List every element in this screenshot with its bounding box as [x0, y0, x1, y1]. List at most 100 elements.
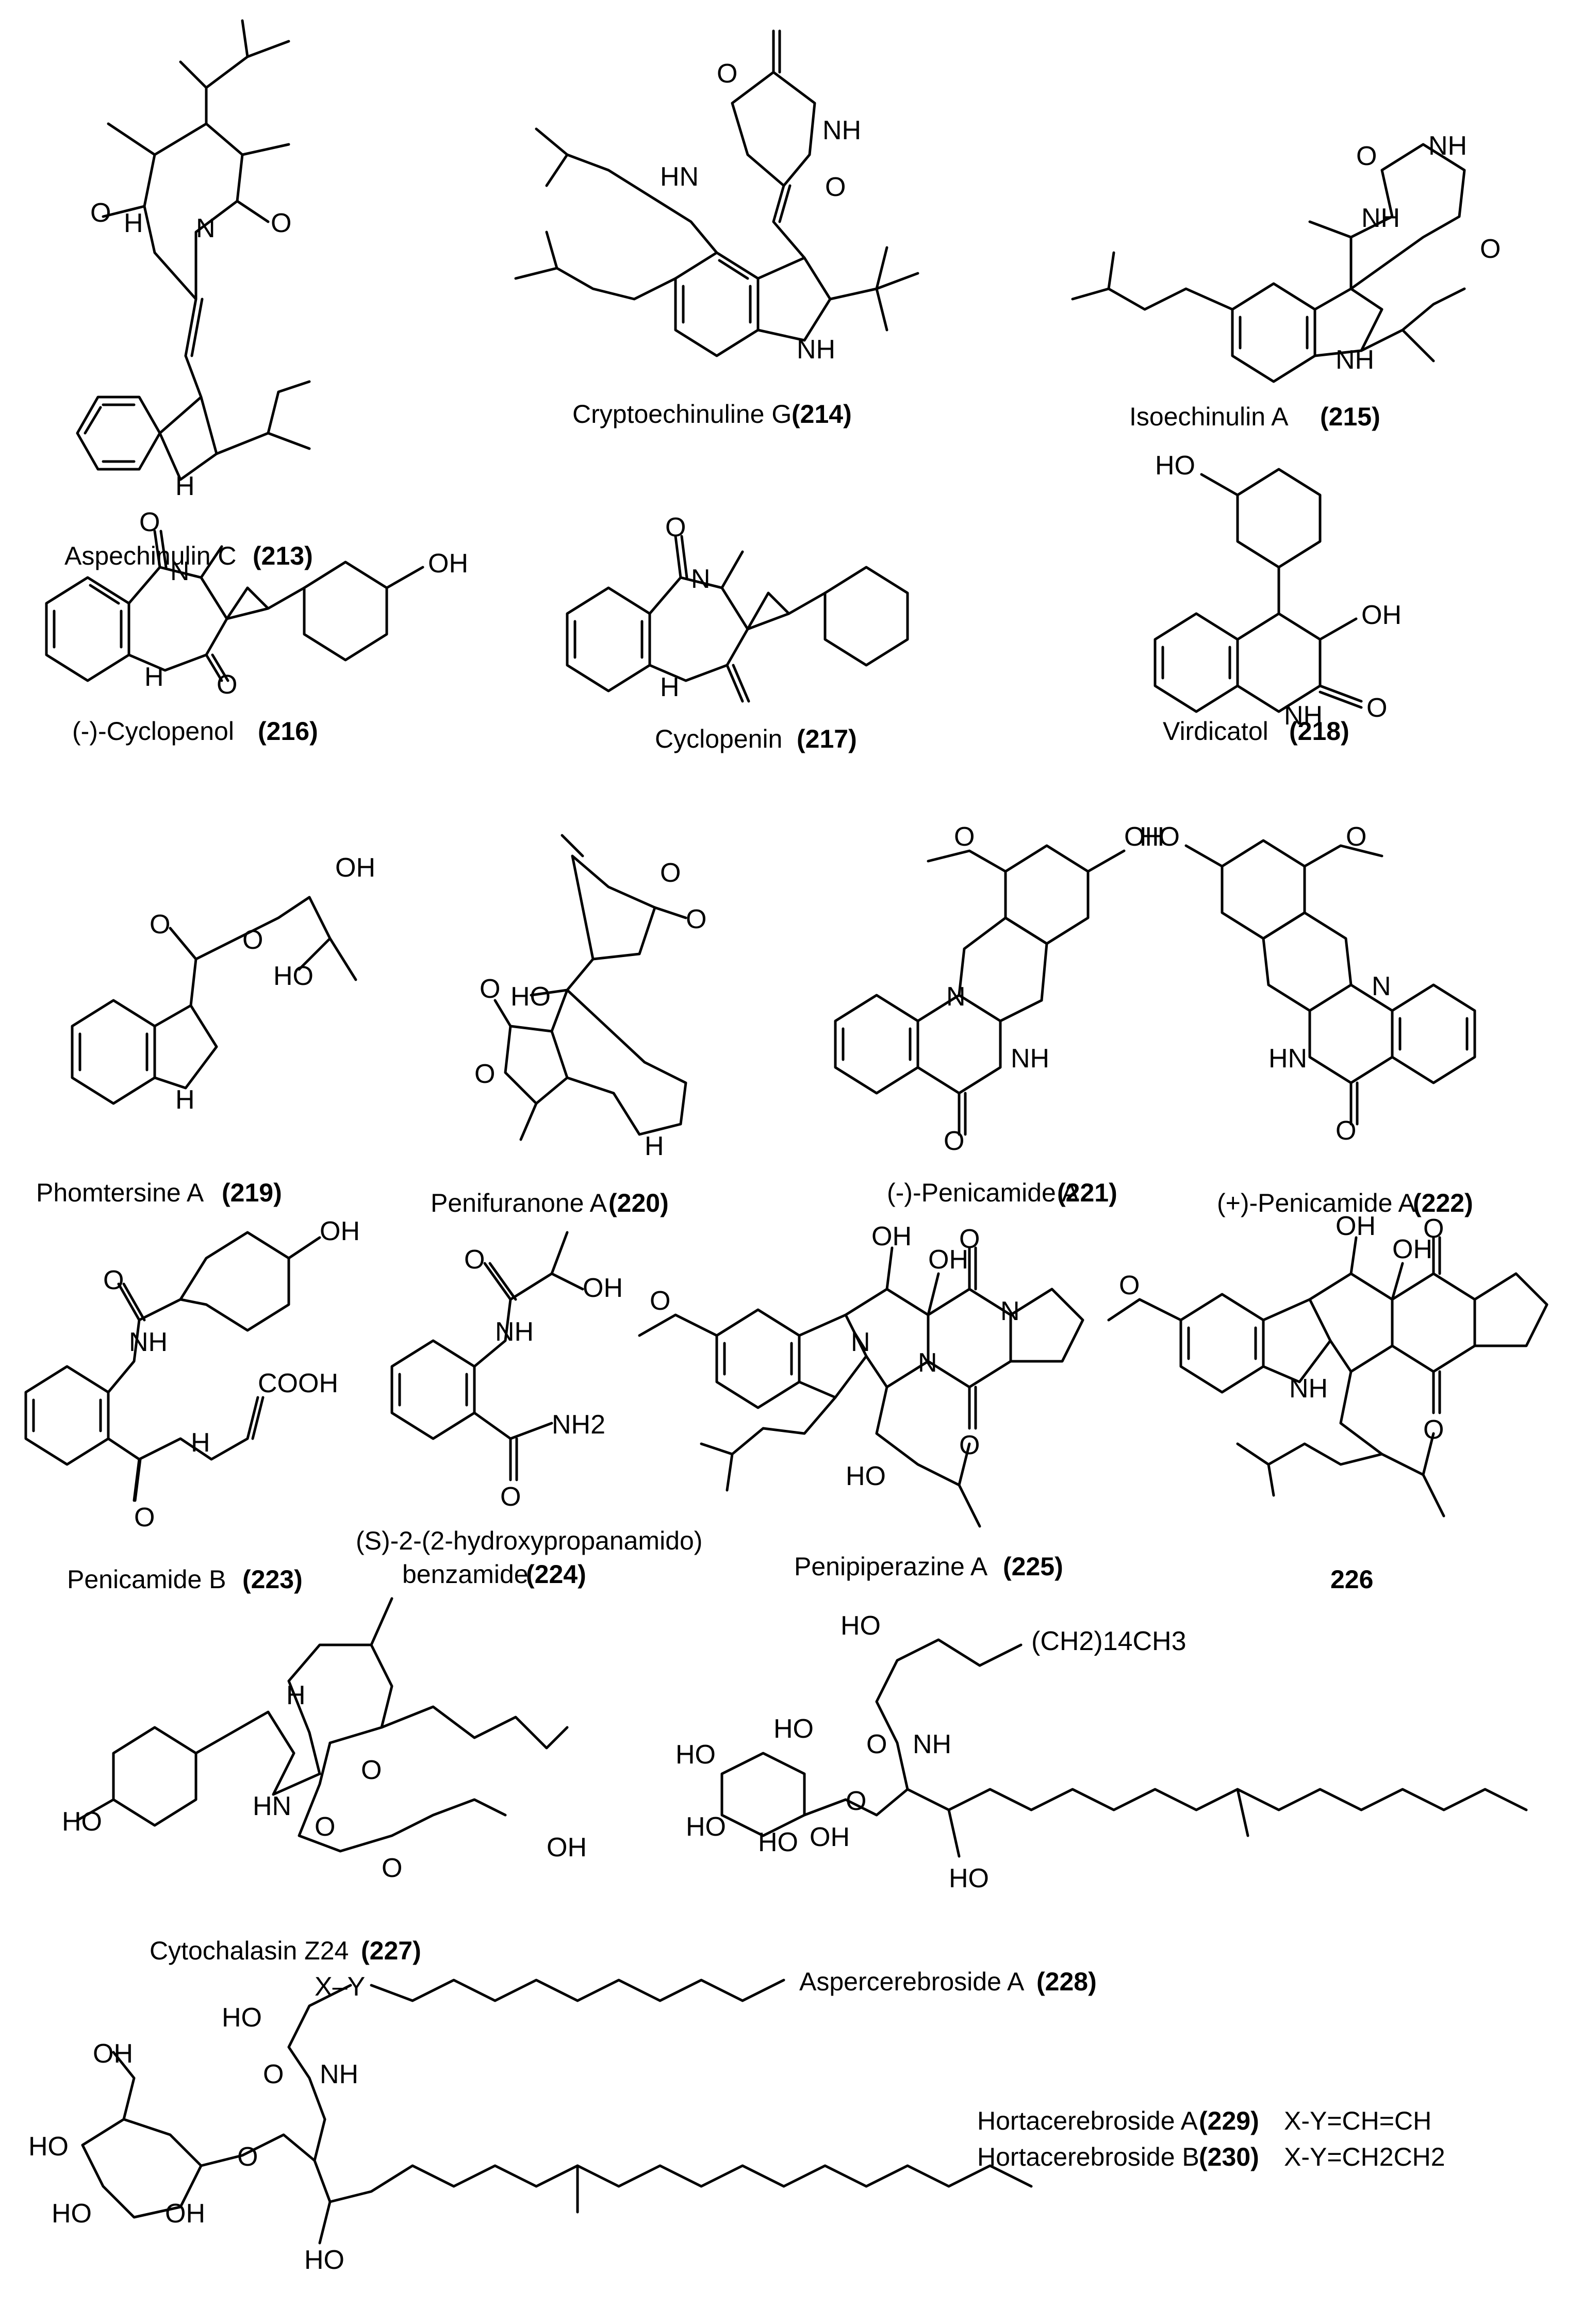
atom-ho-229b: HO	[28, 2132, 69, 2162]
structure-218: HO OH O NH	[1153, 451, 1402, 731]
atom-ho-220: HO	[510, 982, 551, 1012]
caption-226-number: 226	[1330, 1565, 1373, 1594]
caption-219-name: Phomtersine A	[36, 1178, 204, 1207]
structure-225: OH OH O O N N N HO O	[638, 1222, 1084, 1528]
atom-o-222: O	[1336, 1116, 1356, 1146]
atom-ho-227: HO	[62, 1807, 102, 1837]
atom-nh-214: NH	[797, 335, 835, 365]
atom-o-219b: O	[242, 925, 263, 955]
structure-223: O NH H O COOH OH	[24, 1216, 360, 1532]
caption-223-name: Penicamide B	[67, 1565, 226, 1594]
atom-oh-218: OH	[1361, 600, 1402, 630]
caption-213-name: Aspechinulin C	[64, 541, 237, 570]
atom-ho-229c: HO	[52, 2199, 92, 2229]
atom-o-228a: O	[866, 1729, 887, 1759]
atom-o-227b: O	[361, 1755, 382, 1785]
caption-213-number: (213)	[253, 541, 313, 570]
caption-224-name: (S)-2-(2-hydroxypropanamido)	[356, 1526, 702, 1555]
atom-nh-218: NH	[1284, 701, 1323, 731]
atom-nh-215c: NH	[1361, 203, 1400, 233]
atom-o-221: O	[944, 1126, 964, 1156]
atom-ho-229a: HO	[222, 2003, 262, 2033]
atom-n-225b: N	[918, 1348, 937, 1378]
atom-o-218: O	[1366, 693, 1387, 723]
caption-223-number: (223)	[242, 1565, 303, 1594]
caption-216-number: (216)	[258, 717, 318, 746]
caption-221-number: (221)	[1057, 1178, 1117, 1207]
atom-o-225b: O	[959, 1430, 980, 1460]
caption-225-number: (225)	[1003, 1552, 1063, 1581]
caption-229-number: (229)	[1199, 2106, 1259, 2135]
atom-ho-228a: HO	[841, 1611, 881, 1641]
caption-217-name: Cyclopenin	[655, 724, 782, 753]
atom-o-214b: O	[825, 172, 846, 202]
atom-nh-226: NH	[1289, 1374, 1328, 1404]
caption-224-name2: benzamide	[402, 1560, 529, 1589]
atom-nh-214b: NH	[822, 116, 861, 145]
atom-o-221b: O	[954, 822, 975, 852]
atom-oh-224: OH	[583, 1273, 623, 1303]
atom-oh-226b: OH	[1392, 1234, 1432, 1264]
structure-220: HO O O O O H	[474, 834, 706, 1161]
structure-227: HO HN O O O OH H	[62, 1597, 587, 1883]
atom-ho-228c: HO	[675, 1740, 716, 1770]
atom-h-227: H	[286, 1680, 306, 1710]
caption-214-number: (214)	[792, 400, 852, 428]
atom-o-220a: O	[660, 858, 681, 888]
caption-228-number: (228)	[1036, 1967, 1097, 1996]
atom-o-226b: O	[1423, 1415, 1444, 1445]
caption-230-number: (230)	[1199, 2142, 1259, 2171]
atom-ho-228d: HO	[686, 1812, 726, 1842]
caption-214-name: Cryptoechinuline G	[572, 400, 792, 428]
atom-ho-222: HO	[1140, 822, 1180, 852]
caption-227-number: (227)	[361, 1936, 421, 1965]
atom-hn-227: HN	[253, 1791, 291, 1821]
caption-218-number: (218)	[1289, 717, 1349, 746]
atom-n-221: N	[946, 982, 966, 1012]
atom-o-213b: O	[271, 208, 291, 238]
atom-ho-229d: HO	[304, 2245, 344, 2275]
atom-nh-219: H	[175, 1085, 195, 1115]
structure-219: O O OH HO H	[71, 853, 375, 1115]
atom-o-226c: O	[1119, 1271, 1140, 1300]
caption-220-name: Penifuranone A	[431, 1189, 607, 1217]
atom-nh-213: H	[175, 471, 195, 501]
caption-229-name: Hortacerebroside A	[977, 2106, 1198, 2135]
atom-o-219a: O	[150, 910, 170, 940]
atom-o-215a: O	[1356, 141, 1377, 171]
atom-o-220d: O	[474, 1059, 495, 1089]
atom-n-217: N	[691, 564, 711, 594]
structure-216: O O N H OH	[45, 507, 468, 700]
structure-226: OH OH O O NH O	[1107, 1211, 1548, 1518]
atom-n-225c: N	[1000, 1296, 1020, 1326]
caption-218-name: Virdicatol	[1163, 717, 1268, 746]
caption-229-note: X-Y=CH=CH	[1284, 2106, 1431, 2135]
atom-ho-228e: HO	[758, 1827, 798, 1857]
atom-ho-228b: HO	[949, 1864, 989, 1893]
atom-nh-217: H	[660, 672, 680, 702]
structure-224: O NH OH NH2 O	[390, 1231, 623, 1512]
caption-220-number: (220)	[608, 1189, 669, 1217]
atom-hn-222: HN	[1268, 1044, 1307, 1074]
atom-oh-229b: OH	[165, 2199, 205, 2229]
caption-215-name: Isoechinulin A	[1129, 402, 1289, 431]
caption-230-name: Hortacerebroside B	[977, 2142, 1199, 2171]
atom-oh-228: OH	[810, 1822, 850, 1852]
atom-o-227a: O	[315, 1812, 335, 1842]
atom-n-216: N	[170, 556, 190, 586]
atom-o-220c: O	[480, 974, 500, 1004]
atom-o-228b: O	[846, 1786, 866, 1816]
atom-oh-221: OH	[1124, 822, 1164, 852]
atom-oh-225b: OH	[928, 1245, 968, 1275]
atom-o-224b: O	[500, 1482, 521, 1512]
structure-214: NH HN NH O O	[514, 29, 919, 365]
atom-nh-229: NH	[320, 2059, 358, 2089]
structure-215: NH NH NH O O	[1071, 131, 1501, 383]
atom-nh-221: NH	[1011, 1044, 1049, 1074]
atom-n-222: N	[1372, 971, 1391, 1001]
structure-221: O N NH O OH	[834, 822, 1164, 1156]
atom-cooh-223: COOH	[258, 1369, 338, 1398]
atom-ho-218: HO	[1155, 451, 1195, 481]
atom-oh-227: OH	[547, 1833, 587, 1863]
atom-nh-216: H	[144, 662, 164, 692]
